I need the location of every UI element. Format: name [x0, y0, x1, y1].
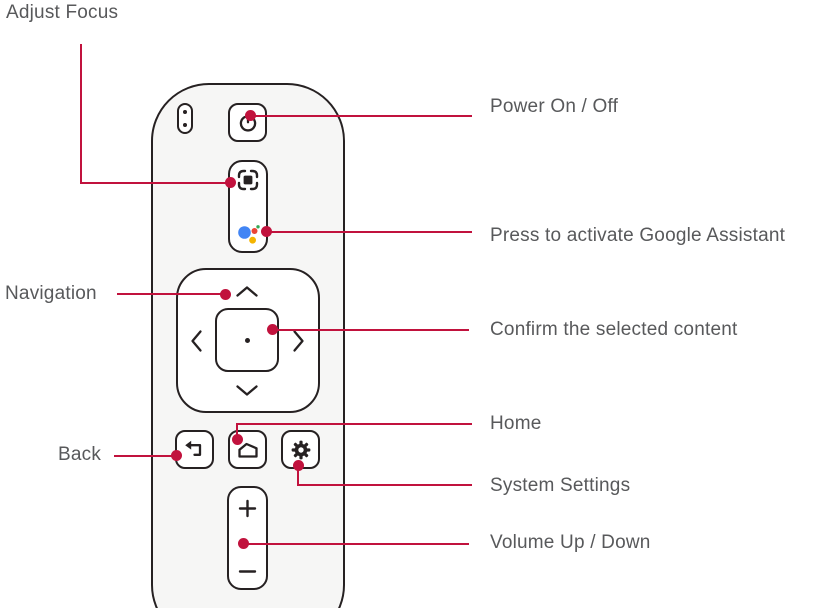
callout-line-settings-v — [297, 467, 299, 485]
callout-line-home-h — [236, 423, 472, 425]
chevron-right-icon — [292, 329, 305, 353]
home-icon — [235, 438, 261, 462]
back-button — [175, 430, 214, 469]
focus-icon — [235, 167, 261, 193]
callout-line-home-v — [236, 424, 238, 438]
home-button — [228, 430, 267, 469]
label-home: Home — [490, 413, 542, 434]
label-google-assistant: Press to activate Google Assistant — [490, 225, 786, 246]
callout-line-adjust-focus-h — [80, 182, 230, 184]
focus-assistant-pill — [228, 160, 268, 253]
select-button — [215, 308, 279, 372]
back-icon — [183, 438, 206, 461]
power-button — [228, 103, 267, 142]
callout-dot-adjust-focus — [225, 177, 236, 188]
callout-dot-volume — [238, 538, 249, 549]
callout-dot-confirm — [267, 324, 278, 335]
callout-line-back — [114, 455, 175, 457]
label-confirm: Confirm the selected content — [490, 319, 738, 340]
navigation-pad — [176, 268, 320, 413]
callout-line-power — [252, 115, 472, 117]
callout-line-settings-h — [297, 484, 472, 486]
callout-dot-navigation — [220, 289, 231, 300]
volume-rocker — [227, 486, 268, 590]
label-navigation: Navigation — [5, 283, 97, 304]
minus-icon — [238, 562, 257, 581]
label-back: Back — [58, 444, 102, 465]
label-system-settings: System Settings — [490, 475, 631, 496]
callout-line-navigation — [117, 293, 223, 295]
callout-line-volume — [246, 543, 469, 545]
plus-icon — [238, 499, 257, 518]
callout-line-adjust-focus-v — [80, 44, 82, 183]
callout-line-confirm — [274, 329, 469, 331]
google-assistant-icon — [234, 219, 262, 247]
callout-dot-settings — [293, 460, 304, 471]
select-dot-icon — [244, 337, 250, 343]
chevron-down-icon — [235, 384, 259, 397]
mic-icon — [177, 103, 193, 134]
callout-dot-google-assistant — [261, 226, 272, 237]
label-adjust-focus: Adjust Focus — [6, 2, 119, 23]
chevron-up-icon — [235, 285, 259, 298]
label-power: Power On / Off — [490, 96, 619, 117]
callout-dot-home — [232, 434, 243, 445]
callout-line-google-assistant — [268, 231, 472, 233]
chevron-left-icon — [190, 329, 203, 353]
callout-dot-power — [245, 110, 256, 121]
label-volume: Volume Up / Down — [490, 532, 651, 553]
gear-icon — [289, 438, 313, 462]
callout-dot-back — [171, 450, 182, 461]
